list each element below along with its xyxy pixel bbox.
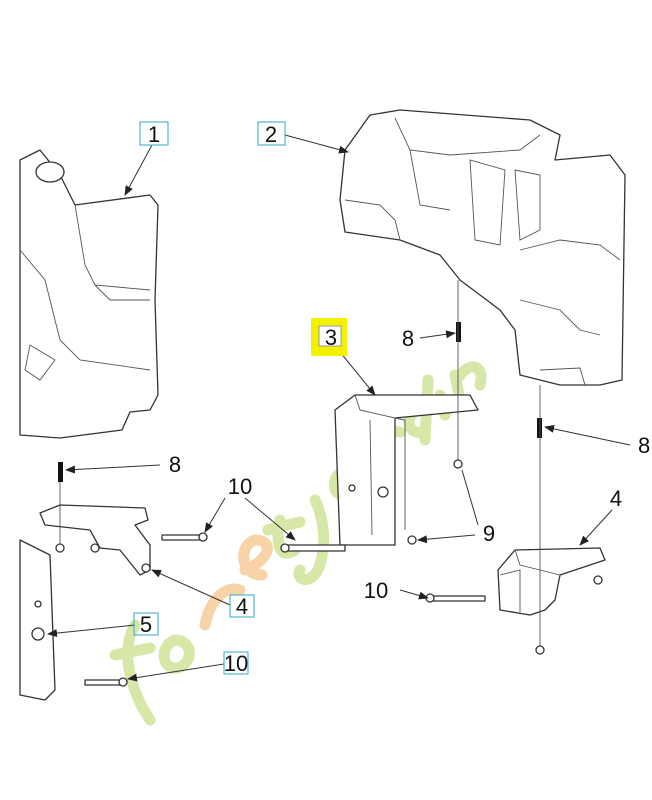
callout-3-highlighted[interactable]: 3 <box>311 318 347 356</box>
callout-label: 8 <box>402 326 414 351</box>
callout-10-bottom[interactable]: 10 <box>223 651 249 676</box>
part-5-plate <box>19 539 56 701</box>
callout-5[interactable]: 5 <box>133 612 159 637</box>
callout-8-top[interactable]: 8 <box>402 326 414 351</box>
callout-label: 2 <box>265 122 277 147</box>
part-3-bracket <box>334 394 479 546</box>
part-2-right-cover <box>339 109 626 386</box>
callout-9[interactable]: 9 <box>483 521 495 546</box>
callout-label: 4 <box>610 486 622 511</box>
leader-lines <box>47 134 631 682</box>
callout-label: 9 <box>483 521 495 546</box>
callout-label: 10 <box>364 578 388 603</box>
callout-label: 10 <box>224 651 248 676</box>
callout-4-right[interactable]: 4 <box>610 486 622 511</box>
callout-8-right[interactable]: 8 <box>638 433 650 458</box>
bolts-10 <box>84 532 603 687</box>
callout-8-left[interactable]: 8 <box>169 452 181 477</box>
callout-label: 3 <box>325 325 337 350</box>
callout-label: 1 <box>148 122 160 147</box>
callout-2[interactable]: 2 <box>257 121 286 147</box>
callout-label: 10 <box>228 474 252 499</box>
callout-label: 8 <box>638 433 650 458</box>
spring-pins-8 <box>55 280 545 655</box>
callout-10-top[interactable]: 10 <box>228 474 252 499</box>
callout-label: 4 <box>236 594 248 619</box>
callout-label: 5 <box>140 612 152 637</box>
callout-label: 8 <box>169 452 181 477</box>
part-4-right-hinge <box>497 547 606 616</box>
callout-10-middle[interactable]: 10 <box>364 578 388 603</box>
callout-1[interactable]: 1 <box>139 121 169 147</box>
part-1-left-cover <box>19 149 159 439</box>
callout-4-left[interactable]: 4 <box>229 594 255 619</box>
part-4-left-hinge <box>39 504 151 576</box>
